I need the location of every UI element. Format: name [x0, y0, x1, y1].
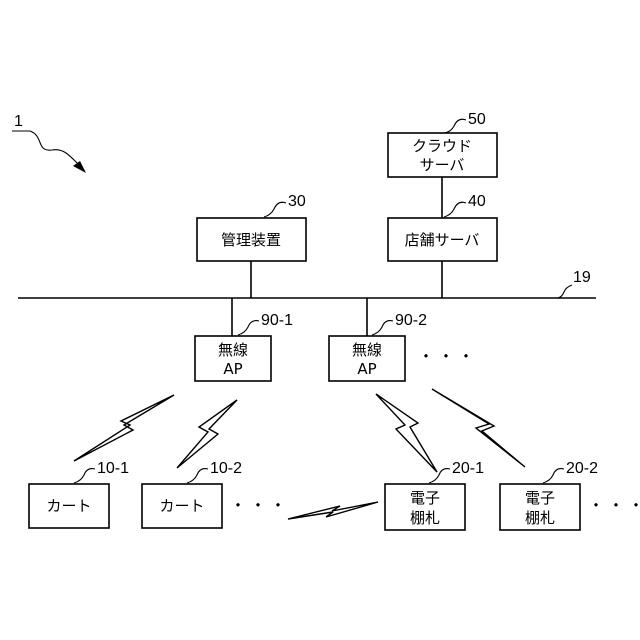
shelf2-leader	[543, 469, 564, 483]
shelf2-ref: 20-2	[566, 460, 598, 477]
shelf1-line1: 電子	[410, 489, 440, 507]
ap-ellipsis: ・・・	[418, 347, 478, 366]
cart2-leader	[187, 469, 208, 483]
ap2-ref: 90-2	[395, 312, 427, 329]
cart-ellipsis: ・・・	[230, 496, 290, 515]
cart2-label: カート	[159, 497, 204, 515]
cloud-server-line2: サーバ	[420, 156, 465, 174]
cart1-label: カート	[46, 497, 91, 515]
cart1-ref: 10-1	[97, 460, 129, 477]
bus-ref: 19	[573, 269, 591, 286]
cart2-ref: 10-2	[210, 460, 242, 477]
system-ref-arrowhead	[73, 161, 86, 173]
cart1-leader	[74, 469, 95, 483]
management-label: 管理装置	[221, 231, 281, 249]
shelf1-leader	[429, 469, 450, 483]
management-leader	[264, 202, 286, 217]
store-server-leader	[444, 202, 466, 217]
ap1-line2: AP	[223, 360, 242, 378]
shelf-ellipsis: ・・・	[588, 496, 640, 515]
system-ref-leader	[30, 131, 80, 166]
system-ref-label: 1	[14, 113, 23, 130]
store-server-ref: 40	[468, 193, 486, 210]
wireless-bolt-cart-shelf	[288, 502, 378, 519]
cloud-server-line1: クラウド	[412, 137, 472, 155]
wireless-bolt-ap1-cart1	[74, 395, 174, 461]
store-server-label: 店舗サーバ	[405, 231, 480, 249]
shelf2-line2: 棚札	[525, 509, 555, 527]
shelf1-ref: 20-1	[452, 460, 484, 477]
cloud-server-ref: 50	[468, 111, 486, 128]
ap1-leader	[238, 321, 259, 335]
shelf1-line2: 棚札	[410, 509, 440, 527]
ap2-line1: 無線	[352, 341, 382, 359]
wireless-bolt-ap1-cart2	[177, 400, 237, 468]
ap1-ref: 90-1	[261, 312, 293, 329]
management-ref: 30	[288, 193, 306, 210]
cloud-server-leader	[444, 119, 466, 133]
ap1-line1: 無線	[218, 341, 248, 359]
ap2-leader	[372, 321, 393, 335]
shelf2-line1: 電子	[525, 489, 555, 507]
wireless-bolt-ap2-shelf1	[376, 394, 437, 472]
wireless-bolt-ap2-shelf2	[432, 389, 525, 467]
ap2-line2: AP	[357, 360, 376, 378]
bus-leader	[558, 285, 572, 298]
